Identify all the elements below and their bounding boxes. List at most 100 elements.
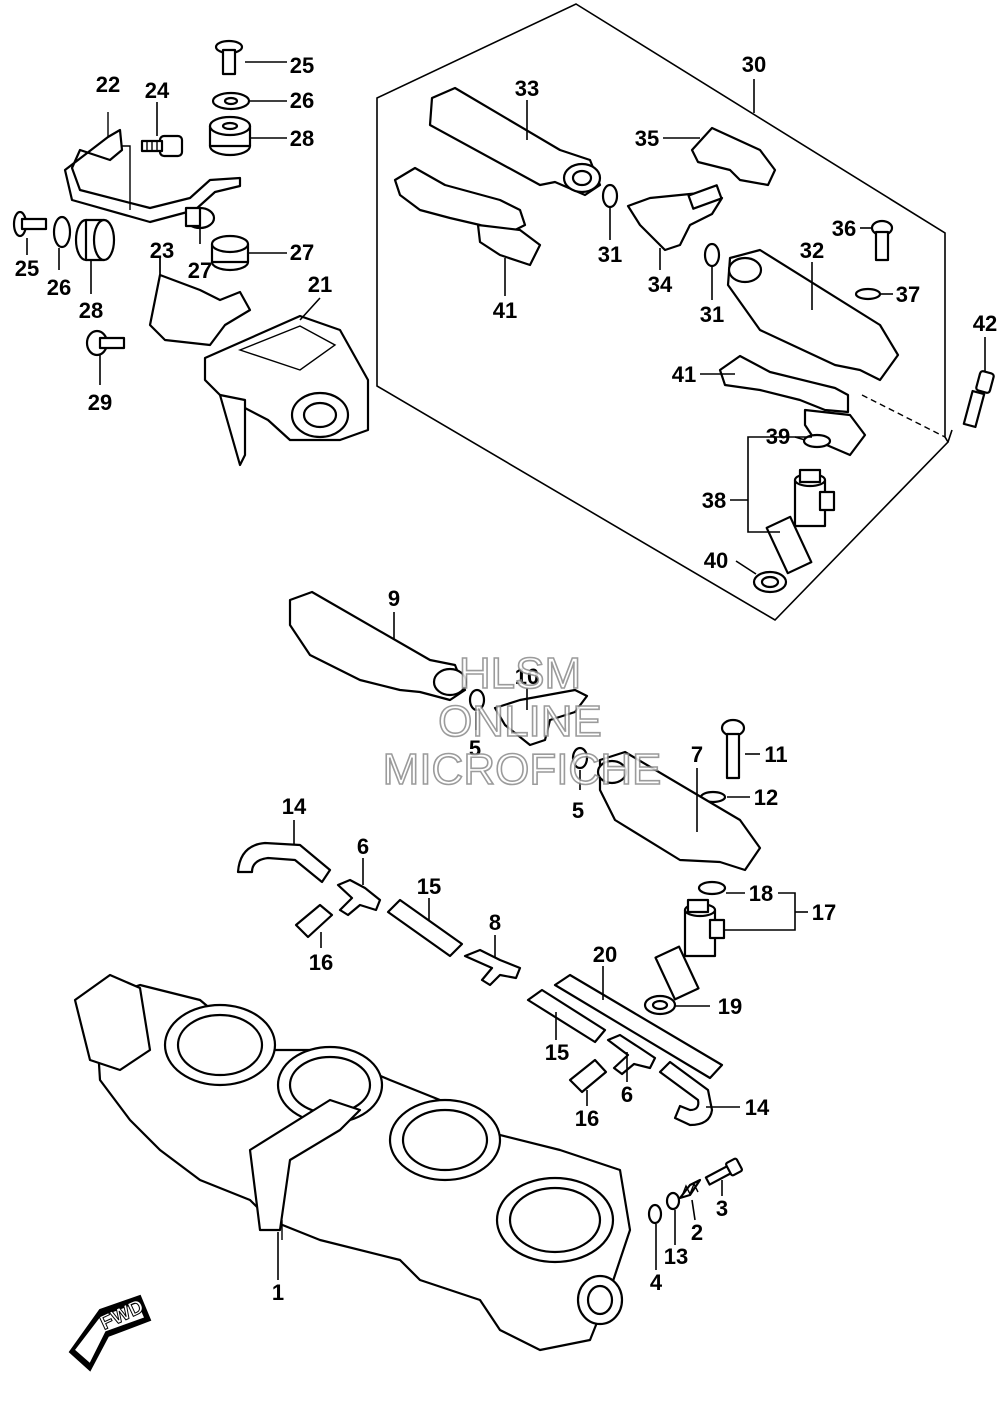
callout-31-lower: 31 (700, 302, 724, 327)
callout-13: 13 (664, 1244, 688, 1269)
oring-5-upper (468, 688, 486, 712)
assembly-30-outline (376, 3, 950, 622)
protector-41-lower (718, 354, 867, 457)
clamp-35 (690, 126, 777, 187)
callout-21: 21 (308, 272, 332, 297)
hose-15-lower (526, 988, 607, 1044)
watermark-line-1: HLSM (459, 649, 581, 698)
callout-27-right: 27 (290, 240, 314, 265)
callout-33: 33 (515, 76, 539, 101)
callout-26-top: 26 (290, 88, 314, 113)
oring-4 (647, 1203, 663, 1225)
callout-32: 32 (800, 238, 824, 263)
washer-26-left (52, 215, 72, 249)
holder-19 (643, 994, 677, 1016)
callout-17: 17 (812, 900, 836, 925)
callout-30: 30 (742, 52, 766, 77)
leader-lines (26, 61, 986, 1280)
callout-23: 23 (150, 238, 174, 263)
callout-39: 39 (766, 424, 790, 449)
screw-25-left (12, 210, 48, 238)
damper-28-left (74, 218, 116, 262)
protector-41-upper (393, 166, 542, 267)
screw-25-top (214, 39, 244, 76)
callout-12: 12 (754, 785, 778, 810)
watermark-line-3: MICROFICHE (383, 745, 662, 794)
callout-27-lower: 27 (188, 258, 212, 283)
callout-37: 37 (896, 282, 920, 307)
spring-2 (678, 1178, 702, 1200)
callout-2: 2 (691, 1220, 703, 1245)
fuel-rail-9 (288, 590, 468, 702)
callout-40: 40 (704, 548, 728, 573)
callout-7: 7 (691, 742, 703, 767)
callout-36: 36 (832, 216, 856, 241)
oring-39 (802, 433, 832, 449)
fuel-rail-33 (428, 86, 602, 197)
callout-10: 10 (515, 664, 539, 689)
callout-16-lower: 16 (575, 1106, 599, 1131)
callout-11: 11 (764, 742, 787, 767)
callout-14-upper: 14 (282, 794, 307, 819)
joint-6-upper (336, 878, 382, 917)
callout-29: 29 (88, 390, 112, 415)
callout-41-lower: 41 (672, 362, 696, 387)
throttle-sensor-21 (203, 297, 370, 467)
callout-9: 9 (388, 586, 400, 611)
fuel-rail-32 (726, 248, 900, 382)
collar-27 (184, 206, 216, 230)
callout-35: 35 (635, 126, 659, 151)
watermark: HLSM ONLINE MICROFICHE (382, 648, 662, 795)
hose-16-upper (294, 903, 334, 939)
callout-28-left: 28 (79, 298, 103, 323)
bolt-36 (870, 219, 894, 262)
callout-28-top: 28 (290, 126, 314, 151)
joint-8 (463, 948, 522, 987)
callout-1: 1 (272, 1280, 284, 1305)
bolt-42 (962, 370, 995, 429)
collar-27-lower (210, 234, 250, 272)
callout-24: 24 (145, 78, 170, 103)
callout-6-upper: 6 (357, 834, 369, 859)
callout-25-top: 25 (290, 53, 314, 78)
oring-31-upper (601, 183, 619, 209)
callout-5-lower: 5 (572, 798, 584, 823)
callout-25-left: 25 (15, 256, 39, 281)
holder-40 (752, 570, 788, 594)
callout-42: 42 (973, 311, 997, 336)
callout-8: 8 (489, 910, 501, 935)
callout-20: 20 (593, 942, 617, 967)
fwd-arrow-icon (68, 1294, 152, 1372)
hose-16-lower (568, 1058, 608, 1094)
callout-15-upper: 15 (417, 874, 441, 899)
bolt-24 (140, 134, 184, 158)
oring-5-lower (571, 746, 589, 770)
callout-34: 34 (648, 272, 673, 297)
callout-3: 3 (716, 1196, 728, 1221)
injector-38 (765, 468, 836, 575)
injector-17 (654, 898, 726, 1001)
bolt-11 (720, 718, 746, 780)
joint-6-lower (606, 1033, 657, 1076)
damper-28-top (208, 115, 252, 157)
hose-15-upper (386, 898, 464, 958)
bolt-29 (85, 329, 126, 357)
callout-19: 19 (718, 994, 742, 1019)
callout-16-upper: 16 (309, 950, 333, 975)
screw-3 (704, 1157, 743, 1186)
callout-41-upper: 41 (493, 298, 517, 323)
bracket-22 (63, 112, 242, 224)
callout-18: 18 (749, 881, 773, 906)
throttle-body-1 (73, 973, 632, 1352)
callout-5-upper: 5 (469, 736, 481, 761)
washer-13 (665, 1191, 681, 1211)
joint-10 (493, 688, 589, 747)
washer-26-top (211, 91, 251, 111)
callout-15-lower: 15 (545, 1040, 569, 1065)
oring-31-lower (703, 242, 721, 268)
callout-26-left: 26 (47, 275, 71, 300)
callout-4: 4 (650, 1270, 663, 1295)
joint-34 (626, 184, 724, 252)
fuel-rail-7 (596, 750, 762, 872)
